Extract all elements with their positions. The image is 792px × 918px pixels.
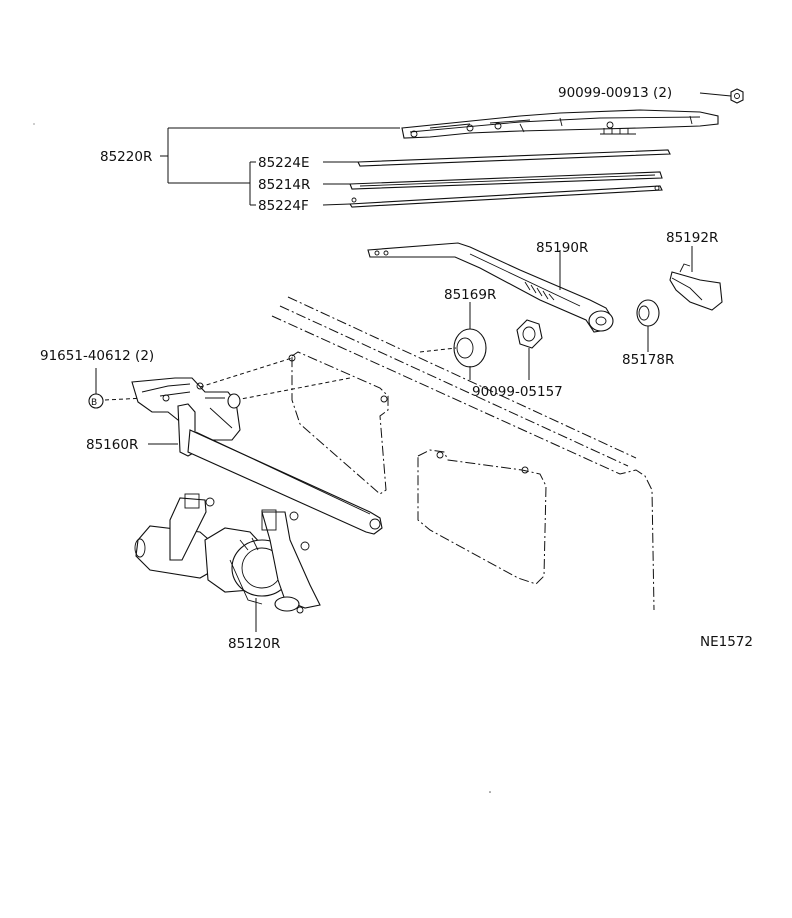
label-85224F: 85224F bbox=[258, 198, 309, 214]
label-90099-00913: 90099-00913 (2) bbox=[558, 85, 672, 101]
label-85214R: 85214R bbox=[258, 177, 310, 193]
label-85192R: 85192R bbox=[666, 230, 718, 246]
nut-90099-05157 bbox=[516, 319, 543, 349]
label-85169R: 85169R bbox=[444, 287, 496, 303]
label-85120R: 85120R bbox=[228, 636, 280, 652]
label-85220R: 85220R bbox=[100, 149, 152, 165]
bolt-91651-40612: B bbox=[88, 393, 104, 409]
scan-speck bbox=[33, 123, 35, 125]
label-85224E: 85224E bbox=[258, 155, 309, 171]
label-91651-40612: 91651-40612 (2) bbox=[40, 348, 154, 364]
wiper-blade-assembly bbox=[401, 109, 719, 139]
label-85178R: 85178R bbox=[622, 352, 674, 368]
wiper-motor bbox=[134, 493, 321, 614]
callout-85220R bbox=[160, 127, 400, 206]
arm-cover bbox=[669, 263, 723, 311]
figure-code: NE1572 bbox=[700, 634, 753, 650]
label-90099-05157: 90099-05157 bbox=[472, 384, 563, 400]
back-door-panel-outline bbox=[271, 296, 655, 611]
cap-85178R bbox=[636, 299, 660, 327]
label-85190R: 85190R bbox=[536, 240, 588, 256]
bolt-symbol: B bbox=[91, 398, 97, 408]
label-85160R: 85160R bbox=[86, 437, 138, 453]
wiper-link-bracket bbox=[131, 377, 383, 535]
grommet-85169R bbox=[453, 328, 487, 368]
wiper-arm bbox=[367, 242, 614, 333]
screw-90099-00913 bbox=[699, 88, 744, 104]
scan-speck bbox=[489, 791, 491, 793]
blade-rubber-strips bbox=[349, 149, 671, 208]
installation-guide-lines bbox=[104, 347, 457, 401]
